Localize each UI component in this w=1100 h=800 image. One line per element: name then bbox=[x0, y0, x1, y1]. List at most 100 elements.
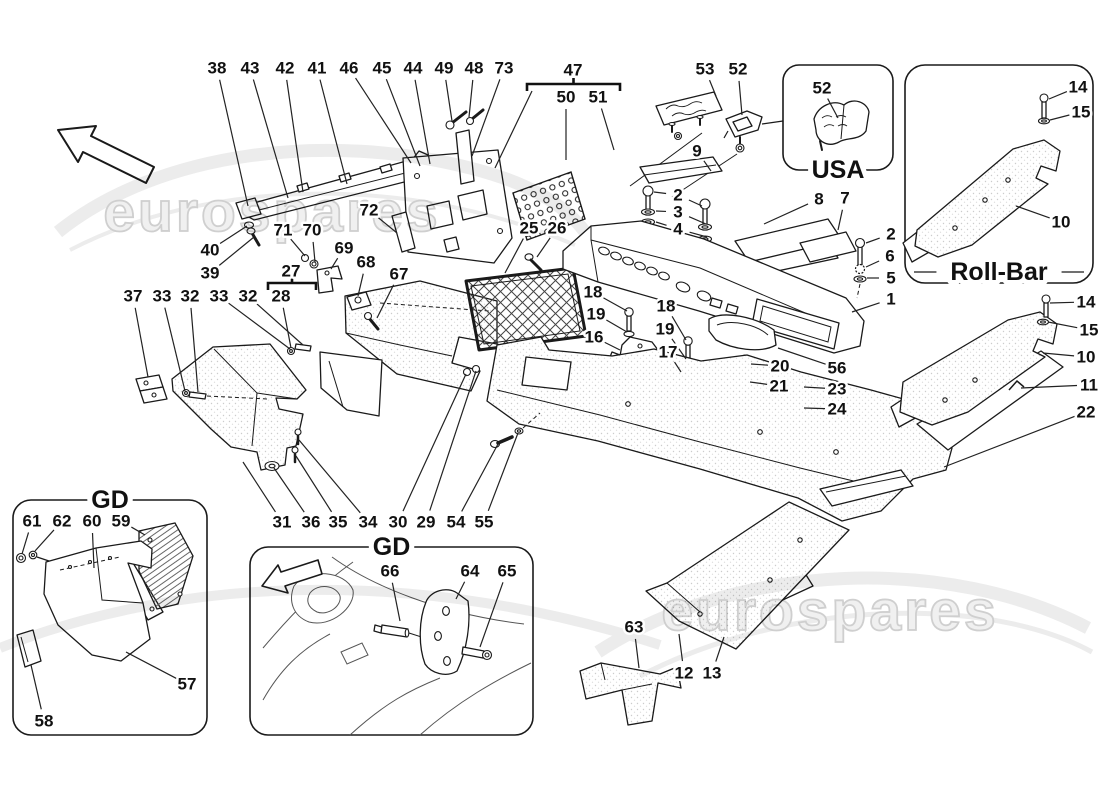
callout-label-63: 63 bbox=[625, 618, 644, 637]
callout-53: 53 bbox=[693, 57, 717, 97]
callout-label-8: 8 bbox=[814, 190, 823, 209]
callout-label-4: 4 bbox=[673, 220, 683, 239]
callout-8: 8 bbox=[763, 187, 826, 225]
leader-line bbox=[273, 467, 305, 513]
leader-line bbox=[655, 221, 667, 226]
callout-label-1: 1 bbox=[886, 290, 895, 309]
leader-line bbox=[689, 231, 708, 238]
callout-label-55: 55 bbox=[475, 513, 494, 532]
part-sketch-strip-9 bbox=[639, 156, 723, 184]
callout-19-b: 19 bbox=[653, 317, 687, 360]
leader-line bbox=[703, 160, 712, 172]
callout-15-r: 15 bbox=[1047, 318, 1100, 342]
callout-label-2-top: 2 bbox=[673, 186, 682, 205]
callout-65: 65 bbox=[479, 559, 519, 648]
leader-line bbox=[1015, 205, 1050, 219]
leader-line bbox=[600, 108, 615, 151]
leader-line bbox=[653, 191, 667, 195]
callout-label-69: 69 bbox=[335, 239, 354, 258]
leader-line bbox=[414, 79, 431, 165]
callout-label-21: 21 bbox=[770, 377, 789, 396]
leader-line bbox=[219, 79, 249, 207]
leader-line bbox=[1049, 301, 1075, 304]
callout-35: 35 bbox=[295, 455, 350, 534]
callout-2-right: 2 bbox=[865, 222, 898, 246]
callout-label-6: 6 bbox=[885, 247, 894, 266]
callout-12: 12 bbox=[672, 633, 696, 685]
callout-label-45: 45 bbox=[373, 59, 392, 78]
leader-line bbox=[219, 225, 248, 244]
part-sketch-studs-and-bracket-69 bbox=[300, 253, 343, 294]
leader-line bbox=[471, 79, 501, 157]
callout-36: 36 bbox=[273, 467, 323, 534]
callout-43: 43 bbox=[238, 56, 289, 199]
callout-31: 31 bbox=[242, 461, 294, 534]
callout-label-59: 59 bbox=[112, 512, 131, 531]
callout-59: 59 bbox=[109, 509, 146, 536]
leader-line bbox=[91, 532, 95, 569]
leader-line bbox=[377, 217, 398, 234]
callout-28: 28 bbox=[269, 284, 293, 349]
callout-47: 47 bbox=[561, 58, 585, 82]
part-sketch-side-panel-31 bbox=[135, 343, 307, 472]
callout-label-24: 24 bbox=[828, 400, 847, 419]
leader-line bbox=[671, 338, 687, 360]
callout-label-12: 12 bbox=[675, 664, 694, 683]
watermark-top-left: eurospares bbox=[103, 180, 440, 244]
leader-line bbox=[445, 79, 453, 122]
leader-line bbox=[678, 633, 684, 662]
leader-line bbox=[837, 209, 844, 231]
leader-line bbox=[228, 302, 291, 350]
part-sketch-gd-left-parts bbox=[15, 522, 194, 668]
leader-line bbox=[355, 77, 412, 164]
callout-41: 41 bbox=[305, 56, 348, 185]
leader-line bbox=[21, 532, 30, 555]
callout-45: 45 bbox=[370, 56, 421, 167]
callout-label-19-a: 19 bbox=[587, 305, 606, 324]
callout-49: 49 bbox=[432, 56, 456, 122]
leader-line bbox=[749, 381, 768, 385]
callout-73: 73 bbox=[471, 56, 516, 157]
leader-line bbox=[674, 361, 682, 373]
callout-label-36: 36 bbox=[302, 513, 321, 532]
part-sketch-bolt-right bbox=[853, 237, 867, 299]
callout-34: 34 bbox=[298, 439, 380, 534]
callout-72: 72 bbox=[357, 198, 398, 234]
direction-arrow-icon bbox=[57, 125, 155, 184]
leader-line bbox=[708, 79, 717, 97]
callout-9: 9 bbox=[690, 139, 712, 172]
callout-29: 29 bbox=[414, 370, 477, 534]
part-sketch-tunnel bbox=[486, 336, 953, 522]
leader-line bbox=[385, 78, 421, 167]
callout-15-box: 15 bbox=[1049, 100, 1093, 124]
leader-line bbox=[479, 582, 504, 648]
callout-52: 52 bbox=[726, 57, 750, 116]
callout-24: 24 bbox=[803, 397, 849, 421]
callout-42: 42 bbox=[273, 56, 304, 193]
part-sketch-screws-48-49 bbox=[445, 108, 485, 130]
leader-line bbox=[391, 582, 401, 622]
part-sketch-console bbox=[562, 220, 865, 354]
callout-label-10-r: 10 bbox=[1077, 348, 1096, 367]
leader-line bbox=[125, 651, 177, 679]
callout-17: 17 bbox=[656, 340, 682, 373]
leader-47 bbox=[494, 90, 533, 169]
leader-line bbox=[242, 461, 276, 513]
leader-line bbox=[487, 432, 519, 512]
callout-label-67: 67 bbox=[390, 265, 409, 284]
callout-46: 46 bbox=[337, 56, 412, 164]
callout-30: 30 bbox=[386, 373, 467, 534]
leader-line bbox=[190, 307, 199, 393]
leader-line bbox=[1047, 321, 1078, 329]
callout-label-33-a: 33 bbox=[153, 287, 172, 306]
leader-line bbox=[455, 581, 466, 600]
callout-37: 37 bbox=[121, 284, 149, 378]
callout-14-r: 14 bbox=[1049, 290, 1098, 314]
callout-55: 55 bbox=[472, 432, 519, 534]
callout-67: 67 bbox=[376, 262, 411, 319]
leader-line bbox=[851, 302, 880, 313]
callout-label-25: 25 bbox=[520, 219, 539, 238]
